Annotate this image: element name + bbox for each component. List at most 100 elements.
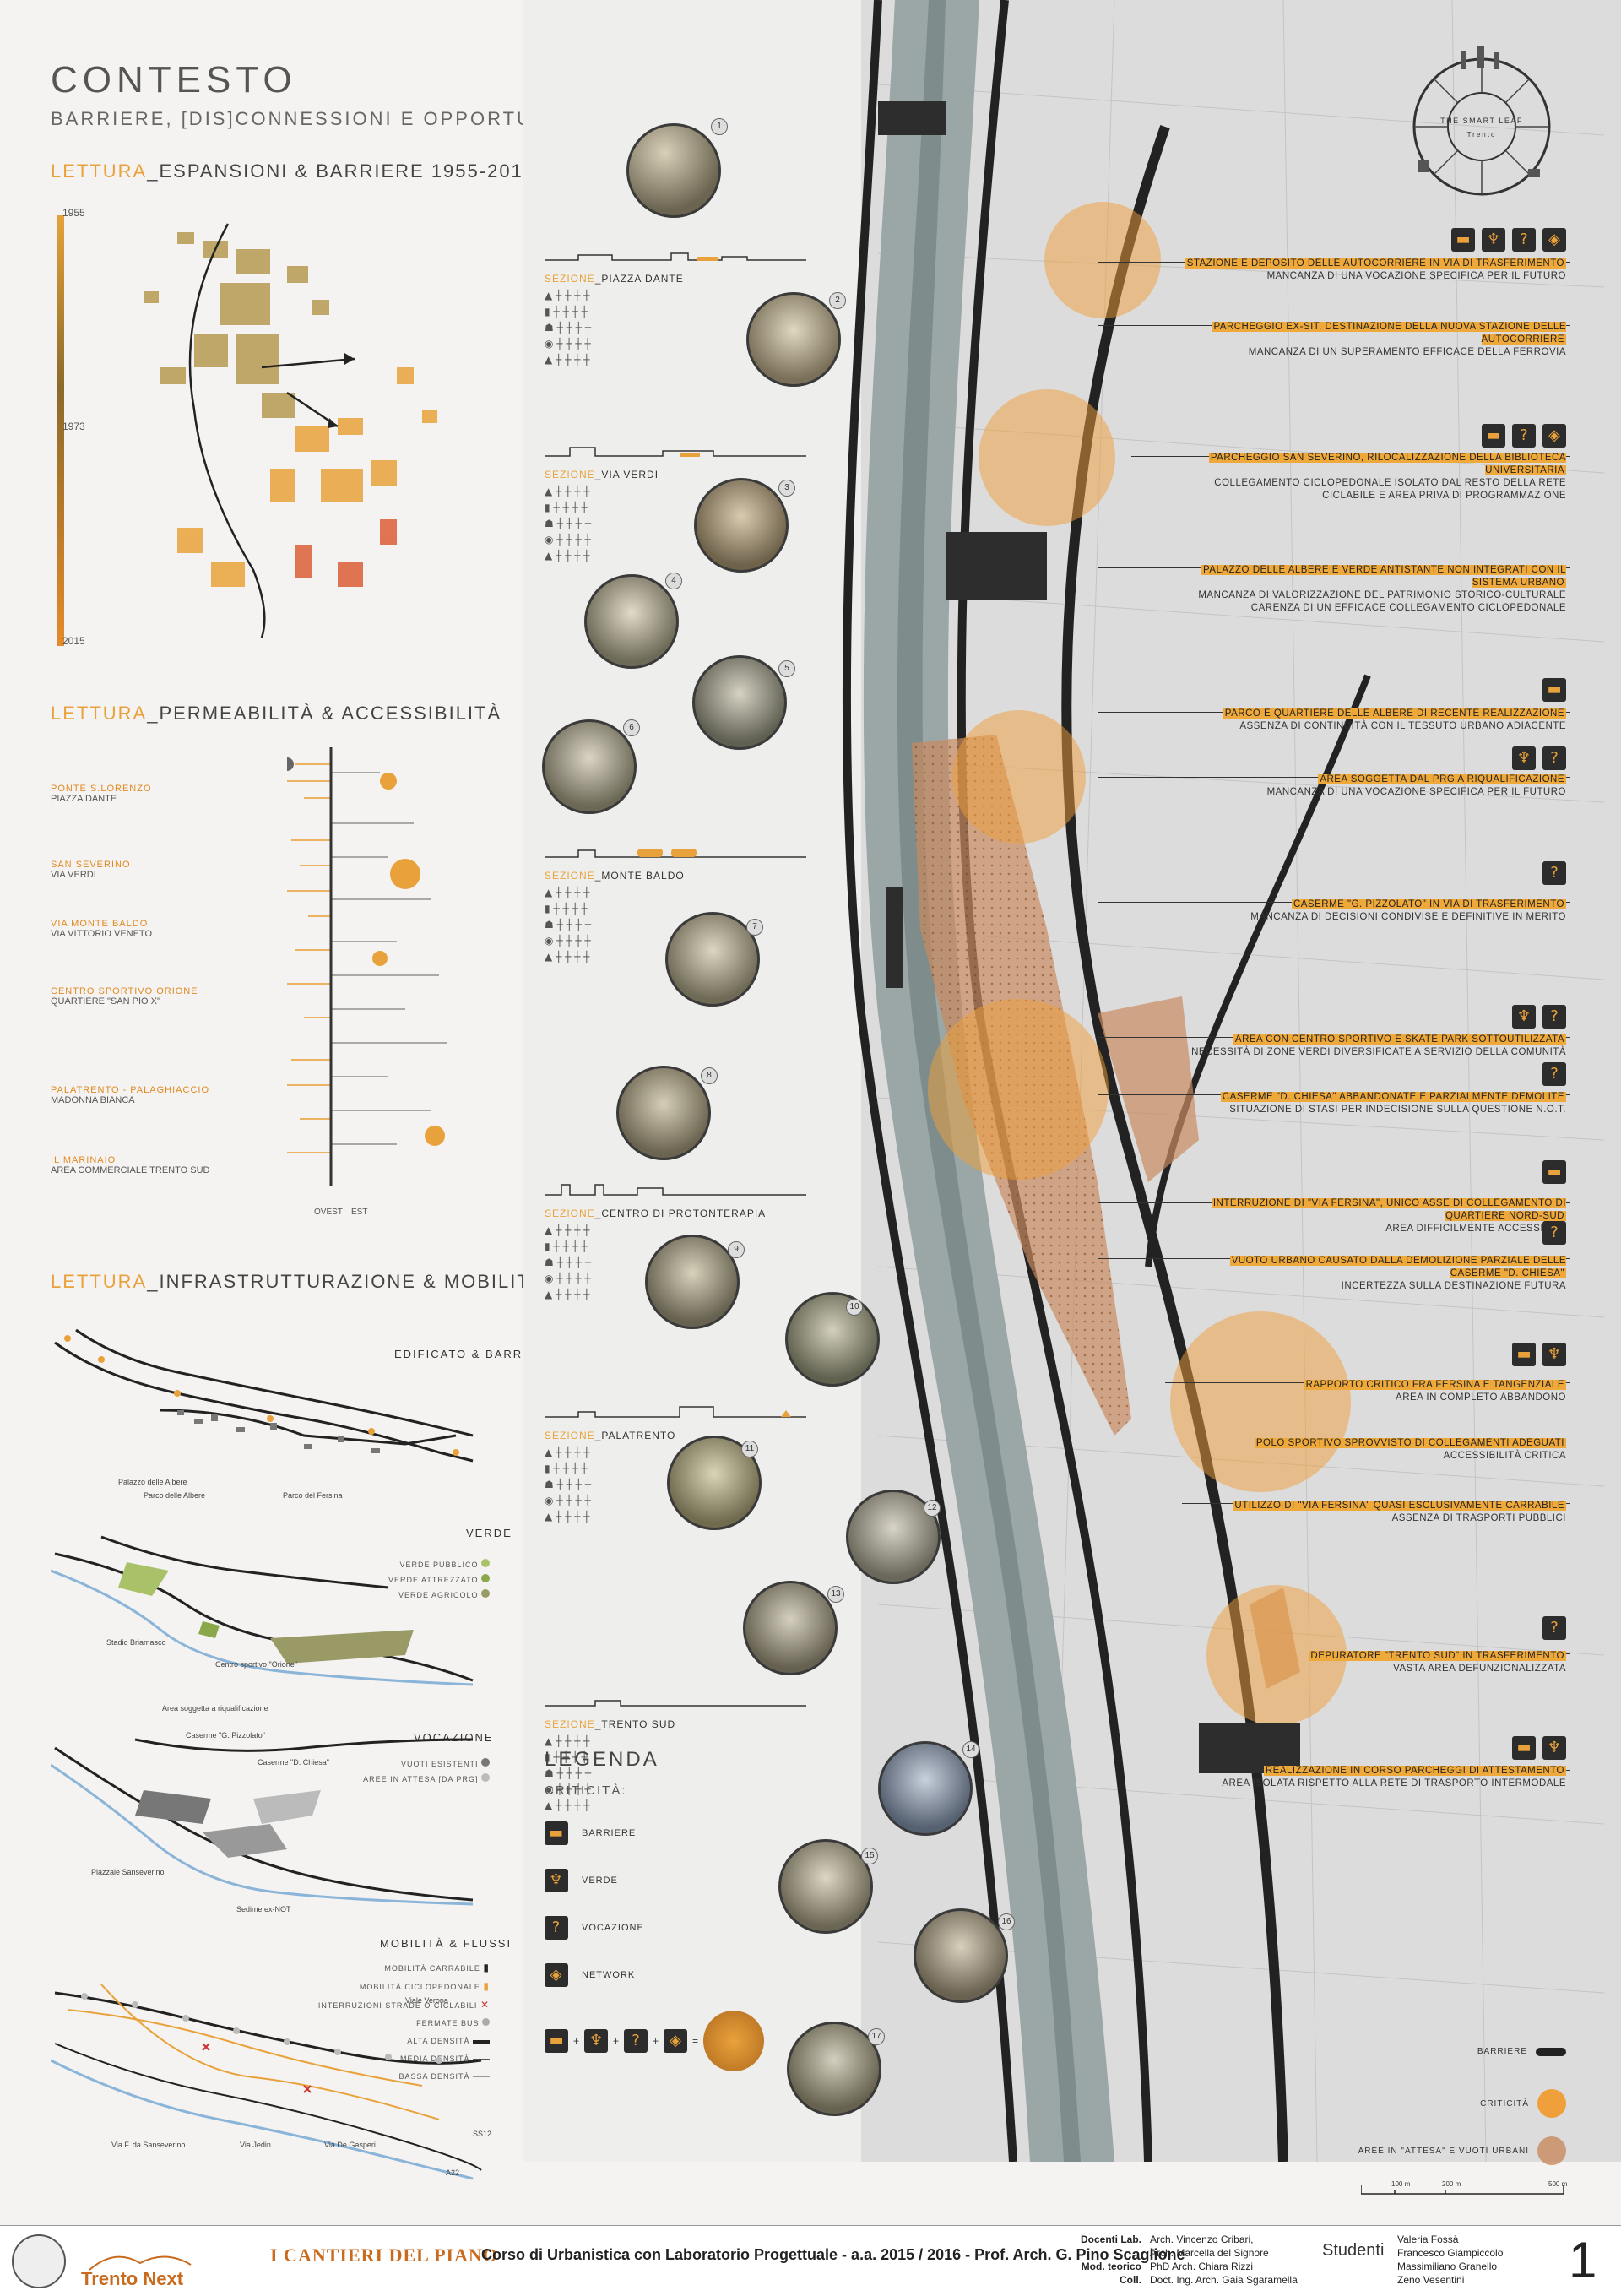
swatch	[473, 2076, 490, 2078]
question-icon: ?	[1542, 861, 1566, 885]
barrier-icon: ▬	[1542, 1160, 1566, 1184]
staff-name: PhD Arch. Chiara Rizzi	[1150, 2261, 1254, 2272]
annotation-desc: AREA IN COMPLETO ABBANDONO	[1396, 1392, 1566, 1403]
photo-number: 13	[827, 1586, 844, 1603]
site-photo[interactable]	[665, 912, 760, 1007]
annotation-desc: INCERTEZZA SULLA DESTINAZIONE FUTURA	[1341, 1281, 1566, 1291]
site-photo[interactable]	[914, 1908, 1008, 2003]
photo-number: 3	[778, 480, 795, 497]
leaf-icon: ♆	[1482, 228, 1505, 252]
criticita-badges: ▬	[1542, 678, 1566, 702]
page-subtitle: BARRIERE, [DIS]CONNESSIONI E OPPORTUNITÀ	[51, 108, 586, 129]
page-title: CONTESTO	[51, 59, 297, 100]
network-icon: ◈	[1542, 228, 1566, 252]
scale-bar: 100 m 200 m 500 m	[1360, 2180, 1572, 2208]
site-photo[interactable]	[778, 1839, 873, 1934]
site-photo[interactable]	[743, 1581, 838, 1675]
annotation: PARCHEGGIO SAN SEVERINO, RILOCALIZZAZION…	[1178, 452, 1566, 502]
site-photo[interactable]	[785, 1292, 880, 1387]
legend-item: VUOTI ESISTENTI	[355, 1756, 490, 1772]
section-profile	[545, 849, 806, 858]
site-photo[interactable]	[694, 478, 789, 573]
legend-label: ALTA DENSITÀ	[407, 2037, 470, 2045]
verde-legend: VERDE PUBBLICO VERDE ATTREZZATO VERDE AG…	[371, 1557, 490, 1603]
criticita-badges: ?	[1542, 861, 1566, 885]
perm-sub: MADONNA BIANCA	[51, 1095, 135, 1105]
site-photo[interactable]	[626, 123, 721, 218]
section-profile	[545, 447, 806, 457]
section-prefix: SEZIONE	[545, 1208, 595, 1219]
legend-label: FERMATE BUS	[416, 2019, 480, 2027]
legend-item: FERMATE BUS	[304, 2015, 490, 2033]
site-photo[interactable]	[667, 1436, 762, 1530]
swatch	[481, 1589, 490, 1598]
section-title: SEZIONE_TRENTO SUD	[545, 1718, 806, 1730]
verde-title: VERDE	[466, 1527, 512, 1539]
section-name: _PALATRENTO	[594, 1430, 676, 1441]
annotation-title: DEPURATORE "TRENTO SUD" IN TRASFERIMENTO	[1309, 1651, 1566, 1661]
site-photo[interactable]	[542, 719, 637, 814]
main-map	[523, 0, 1621, 2162]
site-photo[interactable]	[692, 655, 787, 750]
question-icon: ?	[1512, 228, 1536, 252]
photo-number: 11	[741, 1441, 758, 1457]
staff-name: Doct. Ing. Arch. Gaia Sgaramella	[1150, 2274, 1298, 2286]
legend-item: ALTA DENSITÀ	[304, 2033, 490, 2050]
annotation-desc: AREA DIFFICILMENTE ACCESSIBILE	[1385, 1224, 1566, 1234]
legend-label: BARRIERE	[1477, 2047, 1527, 2056]
site-photo[interactable]	[616, 1066, 711, 1160]
annotation: INTERRUZIONE DI "VIA FERSINA", UNICO ASS…	[1178, 1197, 1566, 1235]
question-icon: ?	[1542, 1062, 1566, 1086]
annotation-desc: ASSENZA DI TRASPORTI PUBBLICI	[1391, 1513, 1566, 1523]
vocazione-legend: VUOTI ESISTENTI AREE IN ATTESA [DA PRG]	[355, 1756, 490, 1787]
section-title: SEZIONE_CENTRO DI PROTONTERAPIA	[545, 1208, 806, 1219]
photo-number: 15	[861, 1848, 878, 1864]
section-title: SEZIONE_PIAZZA DANTE	[545, 273, 806, 285]
annotation: STAZIONE E DEPOSITO DELLE AUTOCORRIERE I…	[1178, 258, 1566, 283]
swatch	[481, 1574, 490, 1582]
leaf-icon: ♆	[1542, 1736, 1566, 1760]
student-name: Francesco Giampiccolo	[1397, 2247, 1504, 2259]
studenti-label: Studenti	[1322, 2241, 1385, 2260]
legend-item: MOBILITÀ CARRABILE ▮	[304, 1959, 490, 1978]
staff-name: Arch. Marcella del Signore	[1150, 2247, 1269, 2259]
perm-label: CENTRO SPORTIVO ORIONE	[51, 986, 198, 996]
criticita-badges: ▬♆?◈	[1451, 228, 1566, 252]
network-icon: ◈	[545, 1963, 568, 1987]
annotation-desc: MANCANZA DI UNA VOCAZIONE SPECIFICA PER …	[1266, 787, 1566, 797]
perm-sub: VIA VERDI	[51, 870, 96, 880]
section-via-verdi: SEZIONE_VIA VERDI ▲ ┼ ┼ ┼ ┼▮ ┼ ┼ ┼ ┼☗ ┼ …	[545, 439, 806, 564]
reading-prefix: LETTURA	[51, 160, 148, 182]
site-photo[interactable]	[787, 2022, 881, 2116]
annotation-title: REALIZZAZIONE IN CORSO PARCHEGGI DI ATTE…	[1263, 1766, 1566, 1776]
site-photo[interactable]	[645, 1235, 740, 1329]
expansion-map	[144, 223, 437, 638]
edificato-title: EDIFICATO & BARRIERE	[394, 1348, 556, 1360]
legend-label: NETWORK	[582, 1970, 636, 1980]
legend-label: MEDIA DENSITÀ	[399, 2054, 470, 2063]
question-icon: ?	[1542, 746, 1566, 770]
criticita-circle-icon	[703, 2011, 765, 2071]
site-photo[interactable]	[746, 292, 841, 387]
annotation-desc: MANCANZA DI UN SUPERAMENTO EFFICACE DELL…	[1248, 347, 1566, 357]
photo-number: 4	[665, 573, 682, 589]
legend-label: VOCAZIONE	[582, 1923, 644, 1933]
site-photo[interactable]	[584, 574, 679, 669]
question-icon: ?	[1542, 1616, 1566, 1640]
reading-prefix: LETTURA	[51, 703, 148, 724]
mobilita-label: Via De Gasperi	[324, 2141, 376, 2149]
annotation-title: PARCHEGGIO EX-SIT, DESTINAZIONE DELLA NU…	[1212, 322, 1566, 345]
question-icon: ?	[1512, 424, 1536, 448]
vocazione-diagram	[51, 1738, 474, 1906]
section-profile	[545, 1700, 806, 1707]
site-photo[interactable]	[878, 1741, 973, 1836]
legend-label: VERDE	[582, 1875, 618, 1886]
legend-label: CRITICITÀ	[1480, 2098, 1529, 2109]
mobilita-label: Via Jedin	[240, 2141, 271, 2149]
verde-label: Parco del Fersina	[283, 1491, 343, 1500]
reading-espansioni-title: LETTURA_ESPANSIONI & BARRIERE 1955-2015	[51, 160, 535, 182]
